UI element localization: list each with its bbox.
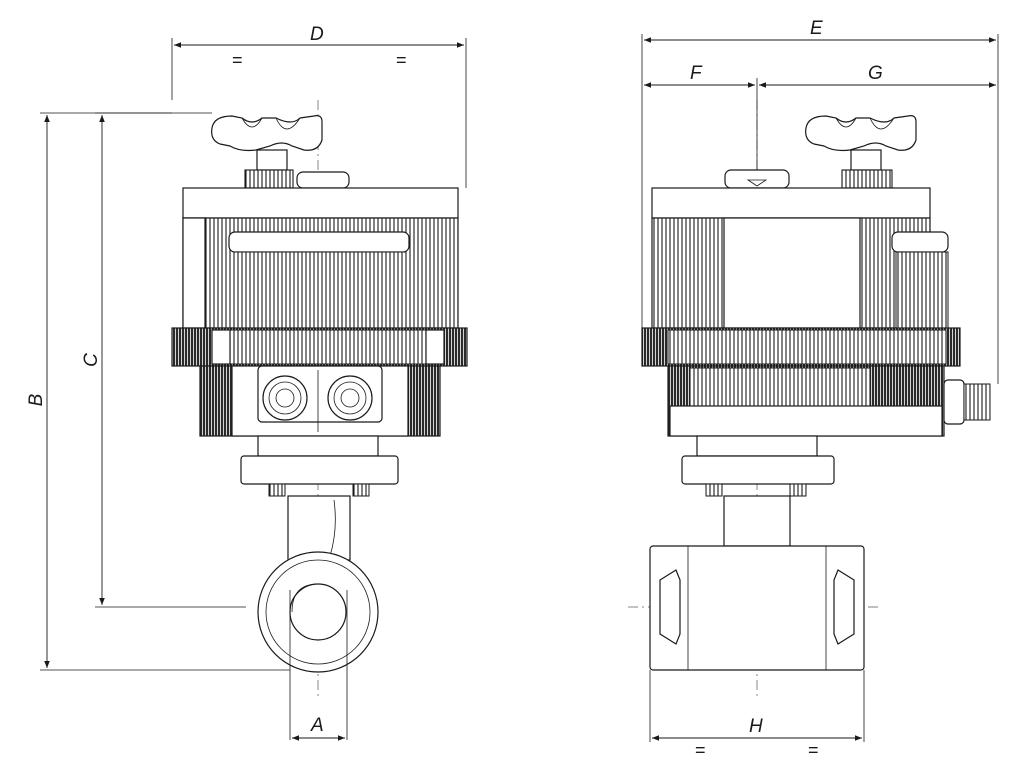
equal-mark-d-left: =: [232, 50, 243, 70]
label-a: A: [310, 715, 324, 736]
front-flange: [240, 435, 399, 561]
front-view: D = = B C A: [26, 24, 468, 741]
side-housing: [641, 187, 991, 437]
dimension-e: E: [641, 18, 999, 384]
label-d: D: [310, 24, 324, 45]
valve-end-view: [257, 551, 379, 740]
label-b: B: [26, 393, 47, 406]
cable-gland-right: [327, 375, 373, 421]
label-e: E: [810, 18, 823, 39]
label-h: H: [749, 716, 763, 737]
side-handwheel: [724, 115, 917, 189]
valve-body-side: [649, 545, 865, 742]
label-c: C: [81, 353, 102, 367]
side-cable-gland: [943, 379, 991, 425]
dimension-c: C: [81, 112, 246, 608]
label-f: F: [690, 63, 703, 84]
label-g: G: [868, 63, 883, 84]
dimension-a: A: [292, 715, 345, 741]
equal-mark-d-right: =: [396, 50, 407, 70]
dimension-f-g: F G: [644, 63, 996, 170]
cable-gland-left: [262, 375, 308, 421]
side-view: E F G H = =: [628, 18, 999, 760]
actuator-housing: [171, 187, 468, 437]
dimension-b: B: [26, 112, 290, 671]
equal-mark-h-left: =: [695, 740, 706, 760]
dimension-d: D = =: [171, 24, 467, 188]
handwheel: [211, 115, 350, 189]
dimension-h: H = =: [652, 716, 862, 760]
equal-mark-h-right: =: [808, 740, 819, 760]
side-flange: [681, 435, 835, 553]
